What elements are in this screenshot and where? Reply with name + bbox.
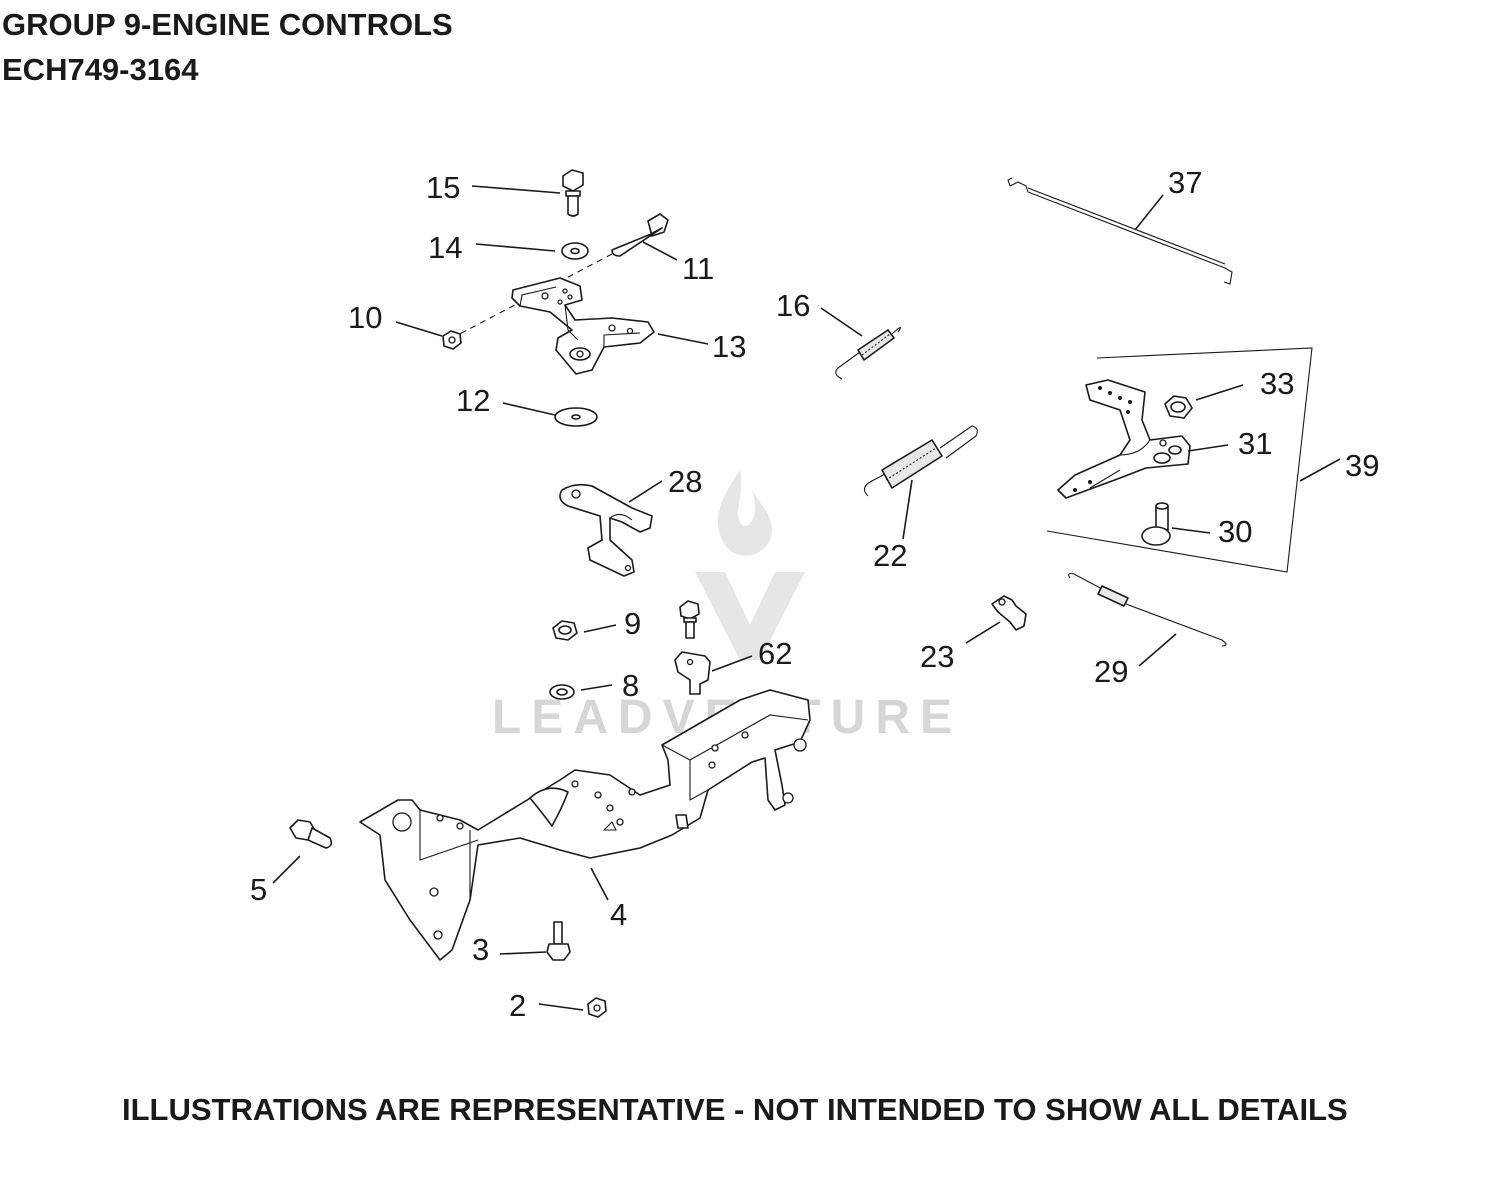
callout-5: 5 — [250, 872, 267, 907]
part-3-bolt — [546, 921, 571, 961]
callout-10: 10 — [348, 300, 382, 335]
callout-9: 9 — [624, 606, 641, 641]
part-37-rod — [1007, 177, 1233, 285]
part-22-spring — [863, 425, 978, 497]
part-39-outline — [1046, 347, 1313, 573]
callout-30: 30 — [1218, 514, 1252, 549]
callout-37: 37 — [1168, 165, 1202, 200]
watermark-flame-icon — [717, 470, 773, 556]
watermark-v-icon — [695, 572, 805, 660]
part-23-clip — [991, 595, 1027, 631]
part-30-pin — [1141, 502, 1171, 546]
callout-23: 23 — [920, 639, 954, 674]
callout-8: 8 — [622, 668, 639, 703]
callout-28: 28 — [668, 464, 702, 499]
callout-12: 12 — [456, 383, 490, 418]
part-4-bracket-plate — [359, 689, 811, 961]
callout-4: 4 — [610, 897, 627, 932]
disclaimer-footer: ILLUSTRATIONS ARE REPRESENTATIVE - NOT I… — [122, 1092, 1348, 1127]
callout-29: 29 — [1094, 654, 1128, 689]
part-2-nut — [587, 997, 607, 1018]
part-13-lever — [511, 277, 655, 375]
callout-31: 31 — [1238, 426, 1272, 461]
callout-39: 39 — [1345, 448, 1379, 483]
part-5-bolt — [289, 819, 333, 849]
callout-15: 15 — [426, 170, 460, 205]
part-31-lever — [1057, 379, 1191, 499]
part-12-washer — [554, 407, 598, 427]
callout-16: 16 — [776, 288, 810, 323]
watermark: LEADVENTURE — [492, 470, 952, 744]
part-16-spring — [835, 326, 901, 380]
part-29-spring — [1068, 572, 1227, 647]
part-33-nut — [1164, 395, 1193, 419]
callout-14: 14 — [428, 230, 462, 265]
callout-2: 2 — [509, 988, 526, 1023]
part-28-bracket — [559, 483, 653, 577]
group-title: GROUP 9-ENGINE CONTROLS — [2, 7, 453, 42]
leader-lines — [272, 185, 1341, 1011]
part-10-nut — [442, 330, 462, 350]
part-62-bolt-clip — [674, 600, 711, 695]
callout-3: 3 — [472, 932, 489, 967]
callout-33: 33 — [1260, 366, 1294, 401]
model-code: ECH749-3164 — [2, 52, 199, 87]
part-9-nut — [552, 620, 578, 641]
callout-62: 62 — [758, 636, 792, 671]
part-14-washer — [561, 242, 589, 260]
part-15-bolt — [562, 169, 584, 217]
callout-13: 13 — [712, 329, 746, 364]
part-8-washer — [549, 684, 575, 700]
callout-22: 22 — [873, 538, 907, 573]
callout-11: 11 — [682, 251, 714, 286]
